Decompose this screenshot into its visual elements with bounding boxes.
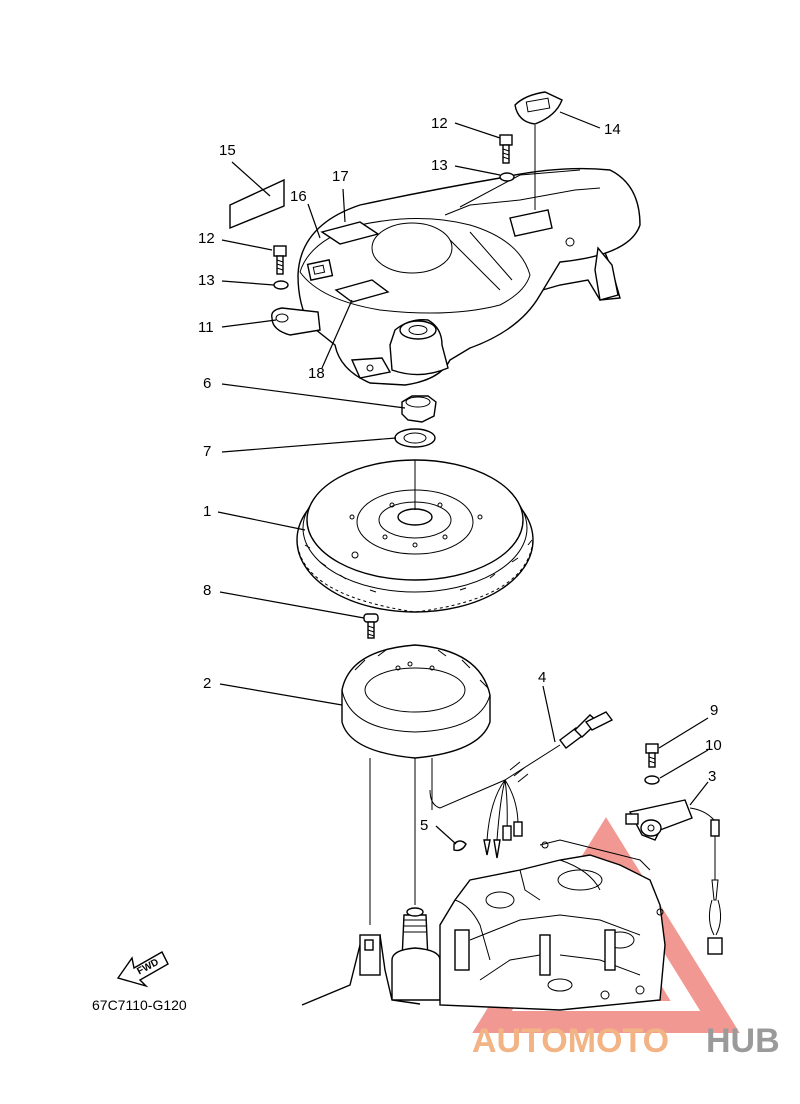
flywheel-1 — [296, 459, 534, 613]
fwd-arrow-icon: FWD — [116, 951, 169, 988]
callout-16: 16 — [290, 188, 307, 205]
callout-12-left: 12 — [198, 230, 215, 247]
callout-15: 15 — [219, 142, 236, 159]
wire-harness-4 — [429, 711, 614, 859]
callout-6: 6 — [203, 375, 211, 392]
callout-9: 9 — [710, 702, 718, 719]
pulser-coil-3 — [625, 799, 723, 955]
clip-part-14 — [514, 91, 563, 210]
washer-7 — [394, 428, 436, 448]
callout-1: 1 — [203, 503, 211, 520]
bolt-12-right — [499, 134, 513, 164]
bolt-9 — [645, 743, 659, 768]
callout-12-right: 12 — [431, 115, 448, 132]
callout-4: 4 — [538, 669, 546, 686]
engine-block — [301, 839, 666, 1011]
nut-6 — [401, 395, 437, 423]
callout-13-left: 13 — [198, 272, 215, 289]
watermark-part2: HUB — [706, 1022, 780, 1060]
callout-7: 7 — [203, 443, 211, 460]
callout-2: 2 — [203, 675, 211, 692]
flywheel-cover — [271, 167, 641, 386]
key-part-5 — [453, 840, 467, 852]
stator-2 — [341, 644, 491, 925]
watermark-part1: AUTOMOTO — [472, 1022, 669, 1060]
callout-3: 3 — [708, 768, 716, 785]
callout-17: 17 — [332, 168, 349, 185]
bolt-12-left — [273, 245, 287, 275]
label-part-15 — [229, 178, 285, 230]
callout-14: 14 — [604, 121, 621, 138]
callout-10: 10 — [705, 737, 722, 754]
watermark-text: AUTOMOTO HUB — [472, 1022, 780, 1060]
washer-13-right — [499, 172, 515, 182]
leader-lines — [217, 111, 709, 845]
callout-8: 8 — [203, 582, 211, 599]
diagram-code: 67C7110-G120 — [92, 997, 187, 1013]
callout-18: 18 — [308, 365, 325, 382]
callout-13-right: 13 — [431, 157, 448, 174]
callout-labels: 15 16 17 12 13 11 18 12 13 14 6 7 1 8 2 … — [198, 115, 722, 834]
washer-13-left — [273, 280, 289, 290]
callout-5: 5 — [420, 817, 428, 834]
bolt-8 — [363, 613, 379, 639]
callout-11: 11 — [198, 319, 214, 336]
washer-10 — [644, 775, 660, 785]
